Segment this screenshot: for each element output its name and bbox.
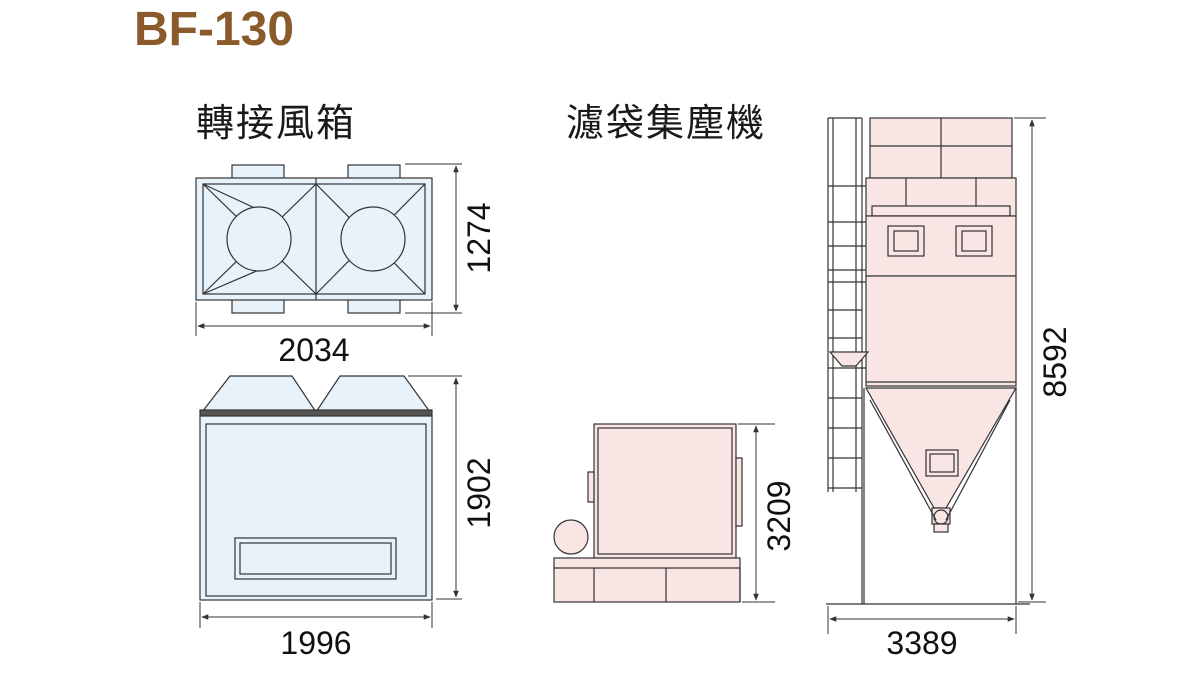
adapter-front-view bbox=[199, 375, 433, 601]
dim-adapter-front-height bbox=[408, 375, 462, 600]
dim-adapter-top-height bbox=[405, 163, 462, 314]
model-title: BF-130 bbox=[134, 3, 295, 56]
dust-collector-title: 濾袋集塵機 bbox=[566, 101, 767, 145]
dim-adapter-front-width-label: 1996 bbox=[280, 625, 351, 661]
dim-collector-total-width bbox=[827, 606, 1017, 634]
dim-adapter-top-height-label: 1274 bbox=[461, 202, 497, 273]
dim-adapter-top-width-label: 2034 bbox=[278, 332, 349, 368]
dim-collector-base-height-label: 3209 bbox=[761, 480, 797, 551]
dim-adapter-front-width bbox=[199, 602, 433, 628]
adapter-box-title: 轉接風箱 bbox=[196, 101, 357, 145]
dim-collector-total-width-label: 3389 bbox=[886, 625, 957, 661]
collector-front-view bbox=[826, 117, 1030, 605]
dim-collector-total-height bbox=[1014, 117, 1046, 603]
dim-adapter-top-width bbox=[195, 302, 433, 336]
dim-adapter-front-height-label: 1902 bbox=[461, 457, 497, 528]
dim-collector-total-height-label: 8592 bbox=[1037, 326, 1073, 397]
adapter-top-view bbox=[195, 164, 433, 314]
dim-collector-base-height bbox=[738, 423, 775, 603]
collector-side-view bbox=[553, 423, 743, 603]
